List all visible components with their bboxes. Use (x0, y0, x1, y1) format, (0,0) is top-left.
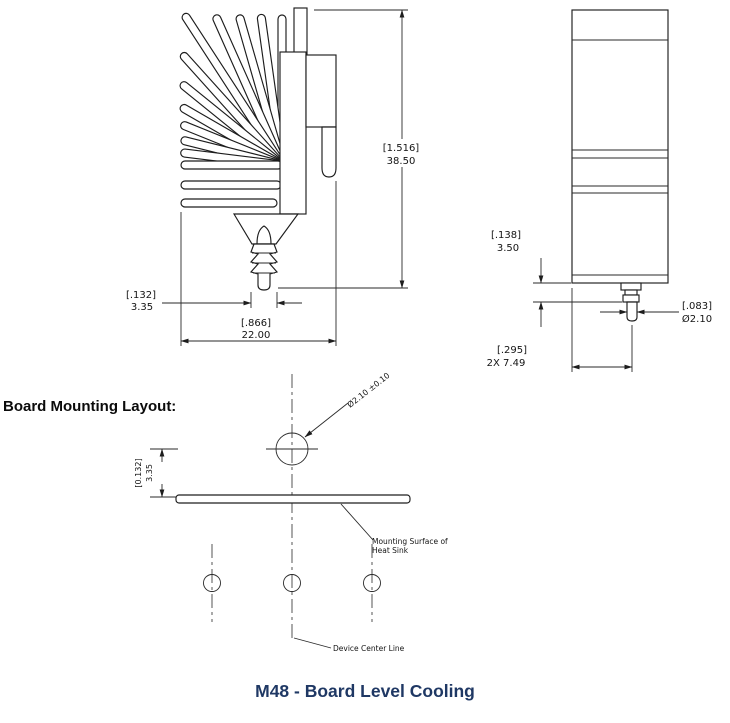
pin-holes (203, 544, 381, 622)
side-width-value: 22.00 (242, 330, 271, 341)
hole-offset-bracket: [0.132] (134, 458, 143, 487)
push-pin-stud (249, 225, 279, 291)
extrusion-body (571, 9, 669, 284)
board-mounting-layout: Board Mounting Layout: Ø2.10 ±0.10 [0.13… (3, 370, 448, 653)
mounting-surface-note: Mounting Surface of Heat Sink (340, 503, 448, 555)
pin-offset-bracket: [.295] (497, 345, 527, 356)
hole-dia-text: Ø2.10 ±0.10 (345, 370, 391, 409)
stud-dia-bracket: [.132] (126, 290, 156, 301)
board-plate (175, 494, 411, 504)
board-layout-label: Board Mounting Layout: (3, 398, 176, 415)
dimension-stud-diameter: [.132] 3.35 (126, 290, 302, 313)
heatsink-fins (179, 12, 287, 208)
side-height-bracket: [1.516] (383, 143, 420, 154)
dimension-side-height: [1.516] 38.50 (278, 9, 430, 289)
mounting-surface-line2: Heat Sink (372, 546, 409, 555)
mounting-surface-line1: Mounting Surface of (372, 537, 448, 546)
pin-section-value: 3.50 (497, 243, 519, 254)
dimension-pin-section: [.138] 3.50 (491, 230, 622, 327)
side-width-bracket: [.866] (241, 318, 271, 329)
dimension-pin-diameter: [.083] Ø2.10 (600, 301, 712, 325)
device-center-label: Device Center Line (333, 644, 405, 653)
pin-dia-value: Ø2.10 (682, 313, 712, 325)
hole-offset-value: 3.35 (145, 464, 154, 482)
pin-dia-bracket: [.083] (682, 301, 712, 312)
dimension-hole-offset: [0.132] 3.35 (134, 448, 186, 498)
side-view: [1.516] 38.50 [.132] 3.35 [.866] 22.00 (126, 7, 430, 346)
dimension-pin-offset: [.295] 2X 7.49 (487, 288, 633, 372)
pin-section-bracket: [.138] (491, 230, 521, 241)
stud-dia-value: 3.35 (131, 302, 153, 313)
pin-offset-value: 2X 7.49 (487, 358, 526, 369)
front-view-pin (620, 282, 642, 322)
hole-diameter-callout: Ø2.10 ±0.10 (304, 370, 392, 438)
device-center-note: Device Center Line (293, 637, 405, 653)
drawing-title: M48 - Board Level Cooling (255, 681, 475, 701)
mounting-hole (266, 432, 318, 466)
dimension-side-width: [.866] 22.00 (180, 181, 337, 346)
front-view: [.138] 3.50 [.083] Ø2.10 [.295] 2X 7.49 (487, 9, 712, 372)
side-height-value: 38.50 (387, 156, 416, 167)
